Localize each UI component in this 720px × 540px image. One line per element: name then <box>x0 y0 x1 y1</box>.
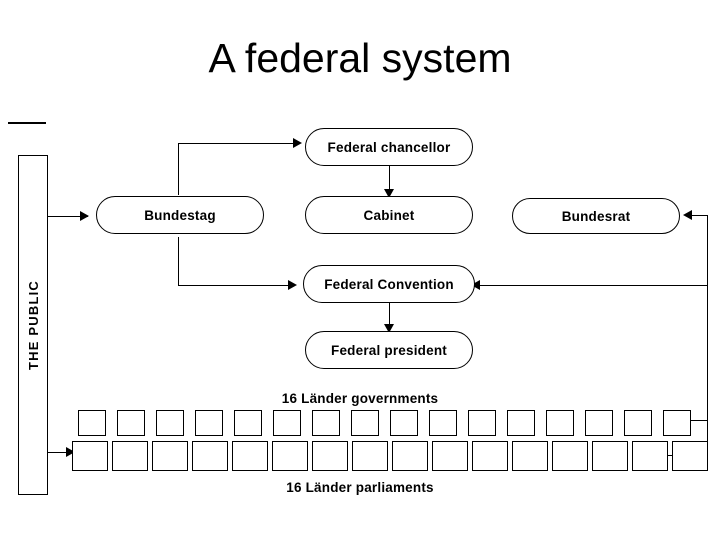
edge-bundestag-to-chancellor-hline <box>178 143 298 144</box>
node-federal-president[interactable]: Federal president <box>305 331 473 369</box>
edge-convention-to-president-vline <box>389 300 390 328</box>
lander-parliament-box[interactable] <box>672 441 708 471</box>
lander-parliament-box[interactable] <box>152 441 188 471</box>
lander-parliament-box[interactable] <box>112 441 148 471</box>
node-bundesrat-label: Bundesrat <box>561 208 631 224</box>
edge-rail-to-convention-arrowhead <box>471 280 480 290</box>
edge-rail-to-bundesrat-arrowhead <box>683 210 692 220</box>
lander-government-box[interactable] <box>546 410 574 436</box>
lander-government-box[interactable] <box>312 410 340 436</box>
edge-bundestag-to-chancellor-arrowhead <box>293 138 302 148</box>
lander-parliament-box[interactable] <box>592 441 628 471</box>
edge-chancellor-to-cabinet-arrowhead <box>384 189 394 198</box>
edge-bundestag-to-convention-hline <box>178 285 291 286</box>
lander-parliaments-row <box>72 441 712 471</box>
lander-government-box[interactable] <box>429 410 457 436</box>
edge-chancellor-to-cabinet-vline <box>389 165 390 193</box>
lander-government-box[interactable] <box>351 410 379 436</box>
lander-parliament-box[interactable] <box>392 441 428 471</box>
lander-parliament-box[interactable] <box>272 441 308 471</box>
lander-government-box[interactable] <box>78 410 106 436</box>
lander-government-box[interactable] <box>390 410 418 436</box>
edge-public-to-parliaments-arrowhead <box>66 447 75 457</box>
edge-public-to-parliaments-line <box>48 452 74 453</box>
lander-government-box[interactable] <box>156 410 184 436</box>
node-cabinet-label: Cabinet <box>363 207 415 223</box>
edge-public-to-bundestag-line <box>48 216 88 217</box>
top-left-rule <box>8 122 46 124</box>
node-federal-chancellor[interactable]: Federal chancellor <box>305 128 473 166</box>
lander-parliament-box[interactable] <box>72 441 108 471</box>
edge-bundestag-to-convention-vline <box>178 237 179 285</box>
node-bundestag[interactable]: Bundestag <box>96 196 264 234</box>
lander-governments-label: 16 Länder governments <box>281 391 439 406</box>
lander-parliaments-label: 16 Länder parliaments <box>286 480 434 495</box>
lander-government-box[interactable] <box>117 410 145 436</box>
page-title: A federal system <box>208 35 512 81</box>
lander-parliament-box[interactable] <box>432 441 468 471</box>
lander-parliament-box[interactable] <box>552 441 588 471</box>
the-public-column <box>18 155 48 495</box>
node-bundestag-label: Bundestag <box>144 207 216 223</box>
lander-parliament-box[interactable] <box>512 441 548 471</box>
the-public-label-wrapper: THE PUBLIC <box>18 155 48 495</box>
lander-governments-row <box>78 410 702 436</box>
node-federal-president-label: Federal president <box>331 342 447 358</box>
node-federal-chancellor-label: Federal chancellor <box>327 139 451 155</box>
lander-government-box[interactable] <box>663 410 691 436</box>
node-federal-convention[interactable]: Federal Convention <box>303 265 475 303</box>
lander-parliament-box[interactable] <box>632 441 668 471</box>
node-cabinet[interactable]: Cabinet <box>305 196 473 234</box>
edge-convention-to-president-arrowhead <box>384 324 394 333</box>
lander-parliament-box[interactable] <box>312 441 348 471</box>
node-bundesrat[interactable]: Bundesrat <box>512 198 680 234</box>
lander-government-box[interactable] <box>468 410 496 436</box>
edge-bundestag-to-convention-arrowhead <box>288 280 297 290</box>
edge-bundestag-to-chancellor-vline <box>178 143 179 195</box>
the-public-label: THE PUBLIC <box>25 280 41 370</box>
lander-parliament-box[interactable] <box>232 441 268 471</box>
lander-parliament-box[interactable] <box>472 441 508 471</box>
node-federal-convention-label: Federal Convention <box>324 276 454 292</box>
lander-government-box[interactable] <box>624 410 652 436</box>
edge-lander-to-right-rail-hline <box>684 420 708 421</box>
edge-rail-to-convention-hline <box>478 285 708 286</box>
edge-lander-right-rail-vline <box>707 215 708 420</box>
edge-parliaments-right-stub-vline <box>707 420 708 456</box>
edge-public-to-bundestag-arrowhead <box>80 211 89 221</box>
lander-government-box[interactable] <box>195 410 223 436</box>
lander-parliament-box[interactable] <box>352 441 388 471</box>
lander-government-box[interactable] <box>585 410 613 436</box>
lander-parliament-box[interactable] <box>192 441 228 471</box>
edge-rail-to-bundesrat-hline <box>690 215 708 216</box>
lander-government-box[interactable] <box>273 410 301 436</box>
lander-government-box[interactable] <box>507 410 535 436</box>
lander-government-box[interactable] <box>234 410 262 436</box>
